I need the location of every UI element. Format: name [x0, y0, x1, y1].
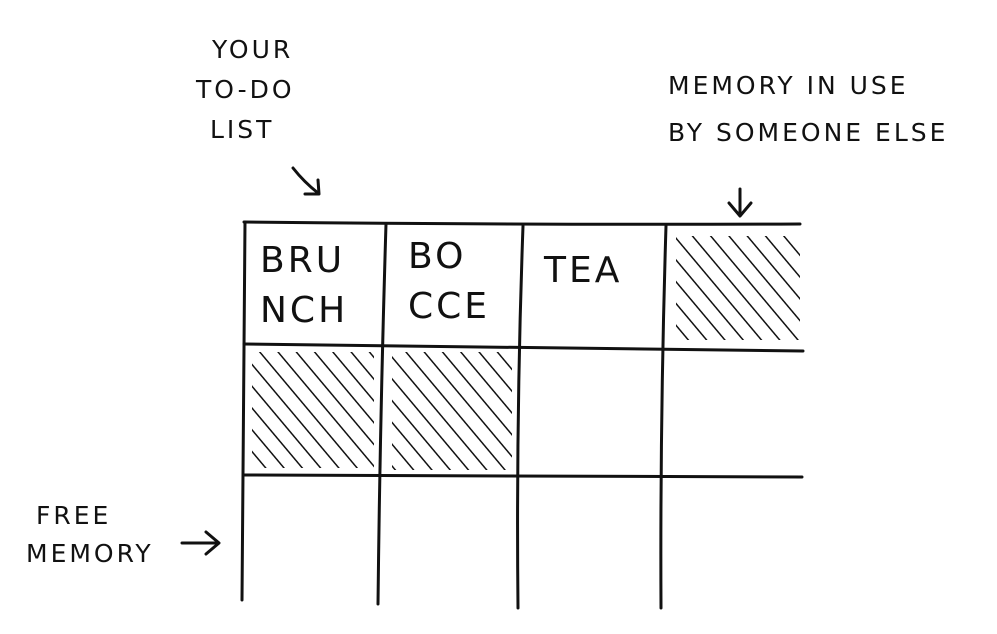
free-memory-arrow: [180, 530, 221, 556]
free-memory-label-line-2: MEMORY: [26, 539, 154, 568]
grid-bottom-line: [242, 473, 804, 479]
in-use-label-line-1: MEMORY IN USE: [668, 71, 909, 100]
cell-bocce: BO CCE: [408, 236, 490, 327]
cell-tea-line-1: TEA: [543, 250, 622, 291]
cell-bocce-line-1: BO: [408, 236, 466, 277]
grid-col-line-2: [376, 222, 388, 606]
cell-brunch: BRU NCH: [260, 240, 348, 331]
cell-bocce-line-2: CCE: [408, 286, 490, 327]
grid-top-line: [242, 220, 802, 226]
used-cell-r1c1: [392, 352, 512, 470]
free-memory-label-line-1: FREE: [36, 501, 111, 530]
used-cell-r0c3: [676, 236, 800, 340]
in-use-label-line-2: BY SOMEONE ELSE: [668, 118, 948, 147]
grid-col-line-3: [516, 224, 525, 610]
used-cell-r1c0: [252, 352, 374, 468]
cell-brunch-line-2: NCH: [260, 290, 348, 331]
in-use-arrow: [727, 187, 753, 218]
todo-list-label-line-2: TO-DO: [195, 75, 295, 104]
memory-grid: [240, 220, 805, 610]
grid-col-line-1: [240, 220, 247, 602]
todo-list-label-line-1: YOUR: [211, 35, 293, 64]
in-use-label: MEMORY IN USE BY SOMEONE ELSE: [668, 71, 948, 147]
grid-middle-line: [242, 342, 805, 353]
cell-brunch-line-1: BRU: [260, 240, 345, 281]
grid-col-line-4: [659, 224, 668, 610]
todo-list-label-line-3: LIST: [210, 115, 274, 144]
todo-list-arrow: [291, 166, 321, 196]
todo-list-label: YOUR TO-DO LIST: [195, 35, 295, 144]
cell-tea: TEA: [543, 250, 622, 291]
free-memory-label: FREE MEMORY: [26, 501, 154, 568]
